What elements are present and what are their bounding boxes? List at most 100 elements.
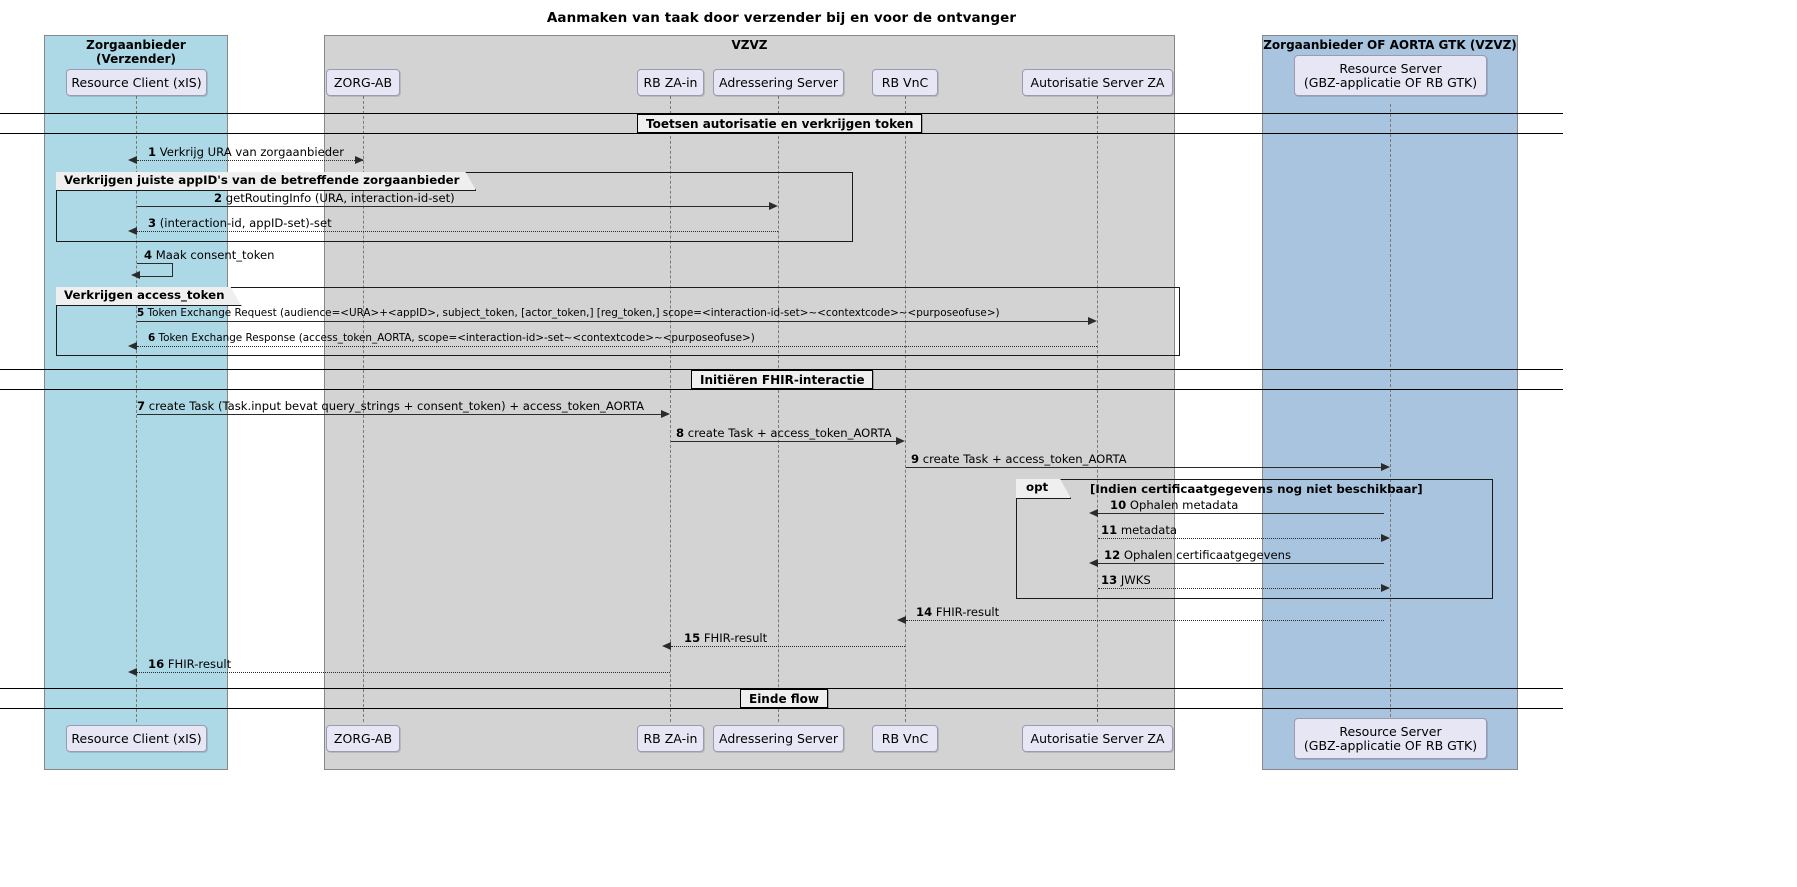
fragment-verkrijgen-access-token bbox=[56, 287, 1180, 356]
participant-resource-client-xis[interactable]: Resource Client (xIS) bbox=[66, 69, 207, 96]
participant-bottom-rb-za-in[interactable]: RB ZA-in bbox=[637, 725, 704, 752]
fragment-label-verkrijgen-appids: Verkrijgen juiste appID's van de betreff… bbox=[56, 172, 476, 191]
message-label-10: 10 Ophalen metadata bbox=[1110, 498, 1238, 512]
message-text: Verkrijg URA van zorgaanbieder bbox=[159, 145, 344, 159]
message-number: 4 bbox=[144, 248, 153, 262]
message-label-15: 15 FHIR-result bbox=[684, 631, 768, 645]
message-label-14: 14 FHIR-result bbox=[916, 605, 999, 619]
message-arrow-7 bbox=[137, 414, 662, 415]
message-arrowhead-16 bbox=[128, 668, 137, 676]
participant-bottom-resource-server[interactable]: Resource Server (GBZ-applicatie OF RB GT… bbox=[1294, 718, 1487, 759]
message-label-6: 6 Token Exchange Response (access_token_… bbox=[148, 333, 755, 343]
message-text: Token Exchange Response (access_token_AO… bbox=[158, 332, 755, 344]
message-arrowhead-11 bbox=[1381, 534, 1390, 542]
message-number: 3 bbox=[148, 216, 157, 230]
group-title: Zorgaanbieder OF AORTA GTK (VZVZ) bbox=[1263, 38, 1517, 52]
divider-rule-top-2 bbox=[0, 369, 1563, 370]
message-arrow-15 bbox=[671, 646, 905, 647]
message-arrowhead-3 bbox=[128, 227, 137, 235]
lifeline-resource-client bbox=[136, 96, 137, 722]
message-arrow-10 bbox=[1098, 513, 1384, 514]
message-text: (interaction-id, appID-set)-set bbox=[159, 216, 332, 230]
message-arrow-16 bbox=[137, 672, 670, 673]
lifeline-rb-za-in bbox=[670, 96, 671, 722]
message-number: 7 bbox=[137, 399, 146, 413]
participant-bottom-autorisatie-server-za[interactable]: Autorisatie Server ZA bbox=[1022, 725, 1173, 752]
message-text: FHIR-result bbox=[703, 631, 768, 645]
message-arrowhead-7 bbox=[661, 410, 670, 418]
divider-initieren-fhir-interactie: Initiëren FHIR-interactie bbox=[691, 370, 874, 389]
divider-toetsen-autorisatie: Toetsen autorisatie en verkrijgen token bbox=[637, 114, 923, 133]
participant-label: Adressering Server bbox=[719, 74, 838, 90]
message-number: 6 bbox=[148, 332, 156, 344]
fragment-label-verkrijgen-access-token: Verkrijgen access_token bbox=[56, 287, 242, 306]
message-arrowhead-1-left bbox=[128, 156, 137, 164]
message-text: Maak consent_token bbox=[155, 248, 275, 262]
participant-label: Autorisatie Server ZA bbox=[1030, 74, 1165, 90]
message-number: 2 bbox=[214, 191, 223, 205]
message-arrow-9 bbox=[906, 467, 1382, 468]
message-arrowhead-2 bbox=[769, 202, 778, 210]
participant-bottom-adressering-server[interactable]: Adressering Server bbox=[713, 725, 844, 752]
participant-bottom-zorg-ab[interactable]: ZORG-AB bbox=[326, 725, 400, 752]
participant-label: Resource Client (xIS) bbox=[71, 730, 202, 746]
message-arrowhead-12 bbox=[1089, 559, 1098, 567]
message-arrow-14 bbox=[906, 620, 1384, 621]
message-label-8: 8 create Task + access_token_AORTA bbox=[676, 426, 892, 440]
participant-rb-za-in[interactable]: RB ZA-in bbox=[637, 69, 704, 96]
divider-rule-bottom bbox=[0, 133, 1563, 134]
participant-rb-vnc[interactable]: RB VnC bbox=[872, 69, 938, 96]
message-arrowhead-6 bbox=[128, 342, 137, 350]
fragment-condition-opt: [Indien certificaatgegevens nog niet bes… bbox=[1090, 482, 1423, 496]
message-label-16: 16 FHIR-result bbox=[148, 657, 231, 671]
message-label-13: 13 JWKS bbox=[1101, 574, 1151, 587]
divider-rule-bottom-3 bbox=[0, 708, 1563, 709]
lifeline-rb-vnc bbox=[905, 96, 906, 722]
message-number: 9 bbox=[911, 452, 920, 466]
message-text: getRoutingInfo (URA, interaction-id-set) bbox=[225, 191, 455, 205]
message-number: 14 bbox=[916, 605, 933, 619]
message-arrowhead-9 bbox=[1381, 463, 1390, 471]
participant-autorisatie-server-za[interactable]: Autorisatie Server ZA bbox=[1022, 69, 1173, 96]
message-text: metadata bbox=[1120, 523, 1178, 537]
participant-label: RB ZA-in bbox=[643, 730, 698, 746]
participant-resource-server[interactable]: Resource Server (GBZ-applicatie OF RB GT… bbox=[1294, 55, 1487, 96]
divider-rule-top-3 bbox=[0, 688, 1563, 689]
message-text: Ophalen certificaatgegevens bbox=[1123, 548, 1291, 562]
message-arrowhead-8 bbox=[896, 437, 905, 445]
participant-label: RB VnC bbox=[881, 74, 929, 90]
message-text: create Task + access_token_AORTA bbox=[922, 452, 1127, 466]
participant-label: Autorisatie Server ZA bbox=[1030, 730, 1165, 746]
message-arrowhead-4 bbox=[131, 271, 140, 279]
message-number: 1 bbox=[148, 145, 157, 159]
message-text: Token Exchange Request (audience=<URA>+<… bbox=[147, 307, 1000, 319]
message-text: create Task + access_token_AORTA bbox=[687, 426, 892, 440]
message-arrowhead-10 bbox=[1089, 509, 1098, 517]
message-arrow-12 bbox=[1098, 563, 1384, 564]
group-title: VZVZ bbox=[731, 38, 768, 52]
participant-label: Resource Server (GBZ-applicatie OF RB GT… bbox=[1303, 723, 1478, 753]
message-number: 10 bbox=[1110, 498, 1127, 512]
message-arrow-6 bbox=[137, 346, 1097, 347]
message-self-loop-4 bbox=[137, 263, 173, 277]
message-number: 16 bbox=[148, 657, 165, 671]
message-arrowhead-13 bbox=[1381, 584, 1390, 592]
group-box-vzvz: VZVZ bbox=[324, 35, 1175, 770]
participant-label: Resource Client (xIS) bbox=[71, 74, 202, 90]
participant-adressering-server[interactable]: Adressering Server bbox=[713, 69, 844, 96]
participant-zorg-ab[interactable]: ZORG-AB bbox=[326, 69, 400, 96]
message-arrowhead-1-right bbox=[355, 156, 364, 164]
message-arrow-2 bbox=[137, 206, 770, 207]
message-number: 15 bbox=[684, 631, 701, 645]
message-text: create Task (Task.input bevat query_stri… bbox=[148, 399, 645, 413]
participant-bottom-rb-vnc[interactable]: RB VnC bbox=[872, 725, 938, 752]
message-label-5: 5 Token Exchange Request (audience=<URA>… bbox=[137, 308, 1000, 318]
participant-label: RB VnC bbox=[881, 730, 929, 746]
message-label-12: 12 Ophalen certificaatgegevens bbox=[1104, 548, 1291, 562]
participant-bottom-resource-client-xis[interactable]: Resource Client (xIS) bbox=[66, 725, 207, 752]
message-label-7: 7 create Task (Task.input bevat query_st… bbox=[137, 399, 645, 413]
lifeline-resource-server bbox=[1390, 104, 1391, 722]
group-title: Zorgaanbieder (Verzender) bbox=[86, 38, 186, 66]
fragment-opt-certificaatgegevens bbox=[1016, 479, 1493, 599]
message-arrowhead-15 bbox=[662, 642, 671, 650]
